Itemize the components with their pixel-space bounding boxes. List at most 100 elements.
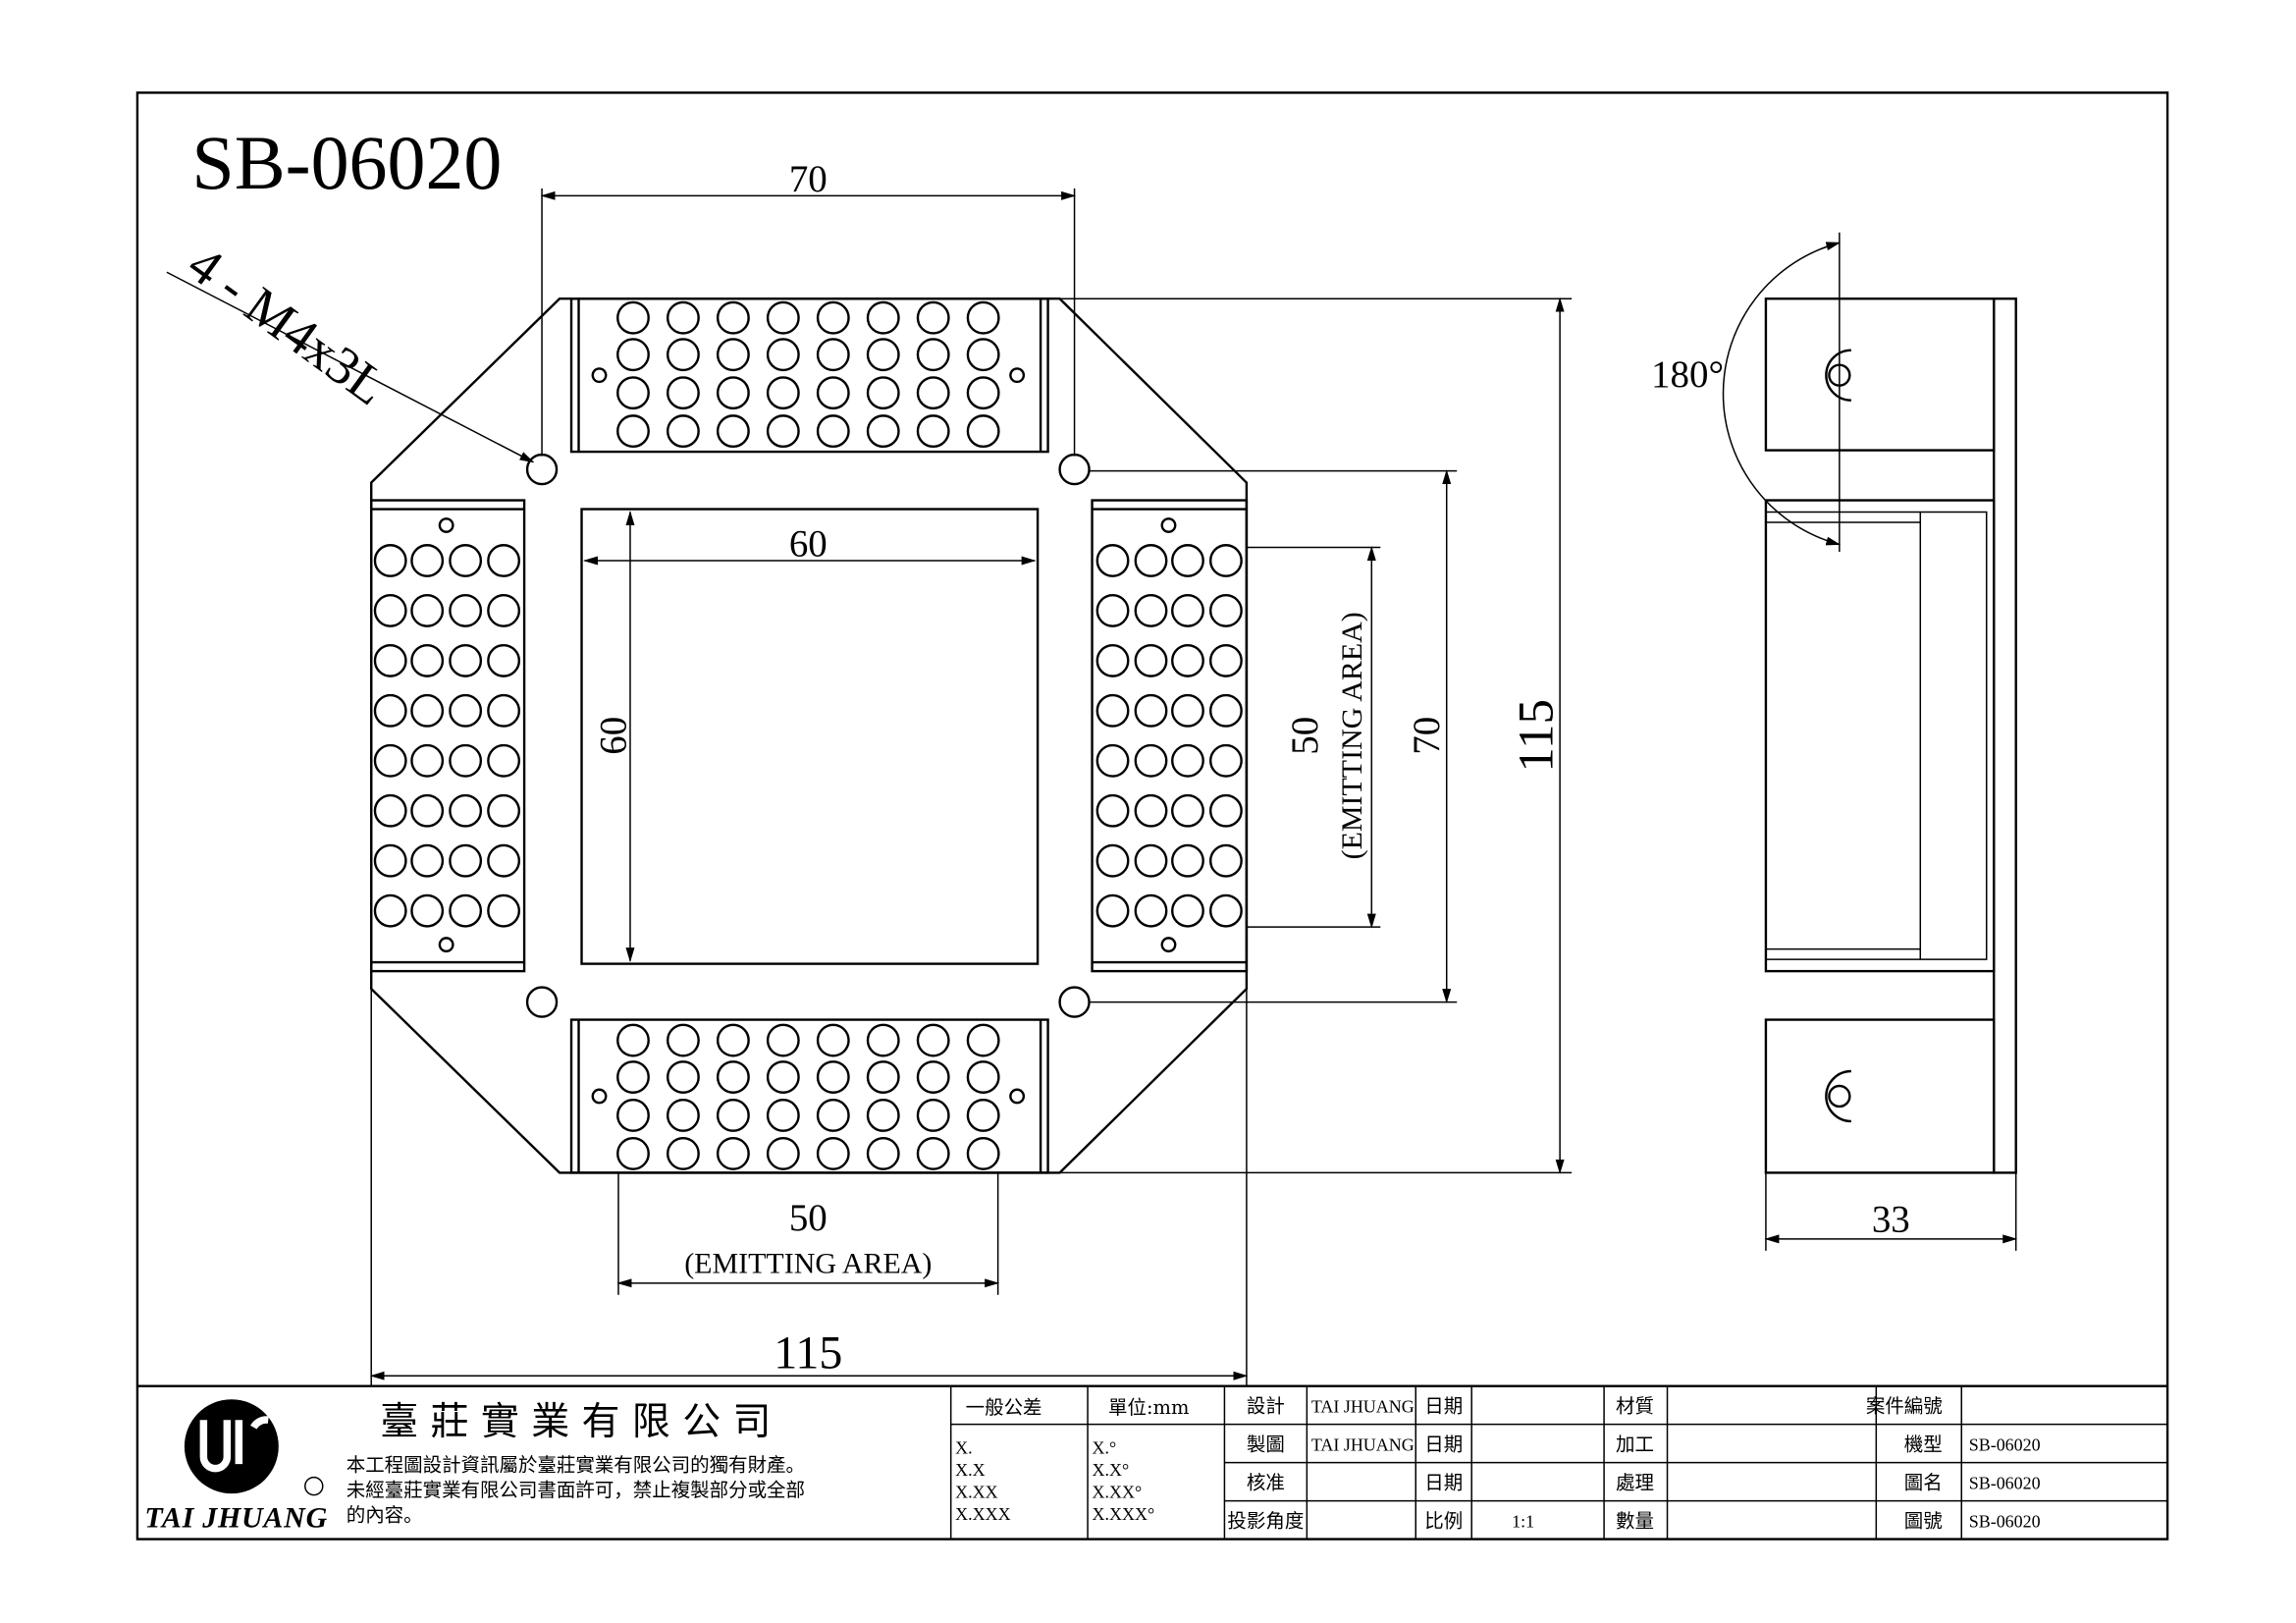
led-icon: [1171, 594, 1204, 627]
led-icon: [966, 300, 1000, 335]
angle-tolerance-item: X.XXX°: [1093, 1504, 1155, 1524]
tolerance-item: X.: [955, 1438, 972, 1458]
led-icon: [766, 300, 800, 335]
title-block-label: 核准: [1247, 1472, 1285, 1494]
led-icon: [1095, 693, 1130, 728]
led-icon: [866, 1023, 900, 1057]
led-icon: [1171, 743, 1204, 778]
led-icon: [410, 643, 445, 677]
led-icon: [1208, 743, 1243, 778]
dim-emitting-vertical: 50: [1284, 717, 1326, 755]
led-icon: [966, 1060, 1000, 1094]
led-icon: [616, 414, 650, 449]
led-icon: [373, 793, 407, 828]
led-icon: [1208, 643, 1243, 677]
mounting-hole: [525, 453, 559, 486]
dim-overall-width: 115: [774, 1327, 842, 1380]
led-icon: [666, 376, 700, 410]
title-block-value: TAI JHUANG: [1311, 1435, 1415, 1455]
led-icon: [373, 643, 407, 677]
led-icon: [410, 594, 445, 627]
mounting-hole: [525, 986, 559, 1018]
led-icon: [966, 1136, 1000, 1170]
led-icon: [410, 693, 445, 728]
led-icon: [1171, 843, 1204, 878]
led-icon: [449, 743, 483, 778]
led-icon: [716, 1023, 750, 1057]
led-icon: [1134, 693, 1168, 728]
title-block-label: 設計: [1247, 1395, 1285, 1418]
led-icon: [1134, 893, 1168, 928]
angle-tolerance-item: X.XX°: [1093, 1483, 1143, 1502]
tolerance-item: X.XXX: [955, 1504, 1010, 1524]
led-icon: [1095, 643, 1130, 677]
led-icon: [1095, 544, 1130, 577]
title-block-value: TAI JHUANG: [1311, 1397, 1415, 1417]
led-icon: [716, 414, 750, 449]
title-block-label: 圖名: [1904, 1472, 1943, 1494]
dim-window-height: 60: [592, 717, 634, 755]
led-icon: [1208, 893, 1243, 928]
mounting-hole: [1058, 453, 1091, 486]
led-icon: [916, 1060, 950, 1094]
screw-hole: [591, 367, 608, 384]
led-icon: [716, 1099, 750, 1132]
led-icon: [1171, 793, 1204, 828]
led-icon: [487, 843, 521, 878]
led-icon: [866, 376, 900, 410]
led-icon: [1171, 693, 1204, 728]
led-icon: [1134, 594, 1168, 627]
led-strip-left: [370, 499, 526, 973]
led-strip-right: [1091, 499, 1249, 973]
title-block-label: 製圖: [1247, 1434, 1285, 1456]
led-icon: [449, 544, 483, 577]
led-icon: [1208, 843, 1243, 878]
led-icon: [1095, 743, 1130, 778]
led-icon: [716, 376, 750, 410]
title-block-label: 日期: [1424, 1472, 1463, 1494]
led-icon: [916, 1099, 950, 1132]
rotation-angle-label: 180°: [1651, 353, 1724, 396]
led-icon: [816, 300, 850, 335]
led-icon: [866, 1099, 900, 1132]
dim-emitting-bottom-note: (EMITTING AREA): [684, 1247, 932, 1279]
part-number-title: SB-06020: [191, 121, 502, 205]
led-icon: [410, 843, 445, 878]
led-icon: [866, 300, 900, 335]
led-icon: [410, 743, 445, 778]
led-icon: [866, 338, 900, 372]
screw-hole: [438, 937, 454, 953]
title-block-label: 數量: [1616, 1510, 1654, 1533]
led-icon: [373, 893, 407, 928]
angle-tolerance-item: X.°: [1093, 1438, 1117, 1458]
led-icon: [1171, 893, 1204, 928]
led-icon: [410, 893, 445, 928]
led-icon: [1095, 893, 1130, 928]
led-icon: [966, 1023, 1000, 1057]
led-icon: [373, 843, 407, 878]
title-block-value: SB-06020: [1969, 1512, 2041, 1532]
led-icon: [666, 338, 700, 372]
led-icon: [1134, 743, 1168, 778]
led-icon: [1134, 843, 1168, 878]
title-block-label: 機型: [1904, 1434, 1943, 1456]
led-icon: [1095, 843, 1130, 878]
screw-hole: [1160, 517, 1177, 533]
led-icon: [1208, 793, 1243, 828]
front-view: [370, 298, 1249, 1174]
led-icon: [487, 793, 521, 828]
led-icon: [966, 1099, 1000, 1132]
led-icon: [916, 376, 950, 410]
led-icon: [816, 1136, 850, 1170]
dim-emitting-vertical-note: (EMITTING AREA): [1336, 612, 1368, 859]
led-icon: [816, 1023, 850, 1057]
dim-side-depth: 33: [1872, 1198, 1910, 1240]
led-icon: [916, 1023, 950, 1057]
led-icon: [1208, 544, 1243, 577]
led-icon: [866, 1060, 900, 1094]
led-icon: [916, 414, 950, 449]
title-block-label: 投影角度: [1227, 1510, 1304, 1533]
led-icon: [487, 594, 521, 627]
led-icon: [766, 414, 800, 449]
